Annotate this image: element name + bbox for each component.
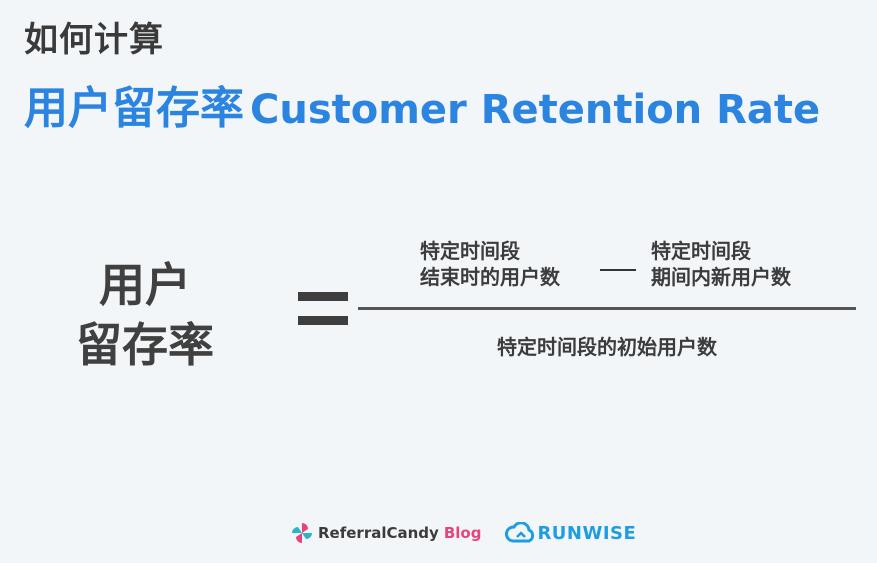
referralcandy-logo: ReferralCandy Blog — [290, 521, 481, 545]
minus-sign — [600, 269, 636, 271]
runwise-cloud-icon — [505, 522, 535, 543]
referralcandy-blog-label: Blog — [443, 524, 482, 542]
numerator-left-line2: 结束时的用户数 — [420, 265, 560, 289]
formula-lhs-line1: 用户 — [99, 258, 191, 312]
referralcandy-name: ReferralCandy — [318, 524, 439, 542]
formula-lhs: 用户 留存率 — [60, 255, 230, 375]
equals-bar-bottom — [298, 316, 348, 325]
numerator-left: 特定时间段 结束时的用户数 — [420, 238, 560, 290]
fraction-line — [358, 307, 856, 310]
numerator-right: 特定时间段 期间内新用户数 — [651, 238, 791, 290]
equals-bar-top — [298, 292, 348, 301]
page-subtitle: 如何计算 — [24, 20, 164, 60]
numerator-right-line1: 特定时间段 — [651, 239, 751, 263]
runwise-name: RUNWISE — [537, 522, 637, 544]
numerator-left-line1: 特定时间段 — [420, 239, 520, 263]
equals-sign — [298, 292, 348, 326]
numerator-right-line2: 期间内新用户数 — [651, 265, 791, 289]
referralcandy-pinwheel-icon — [292, 523, 312, 543]
footer-logos: ReferralCandy Blog RUNWISE — [290, 518, 636, 548]
title-chinese: 用户留存率 — [24, 83, 244, 134]
title-english: Customer Retention Rate — [250, 87, 821, 133]
runwise-logo: RUNWISE — [505, 522, 636, 544]
denominator: 特定时间段的初始用户数 — [497, 335, 717, 359]
formula-lhs-line2: 留存率 — [76, 318, 214, 372]
